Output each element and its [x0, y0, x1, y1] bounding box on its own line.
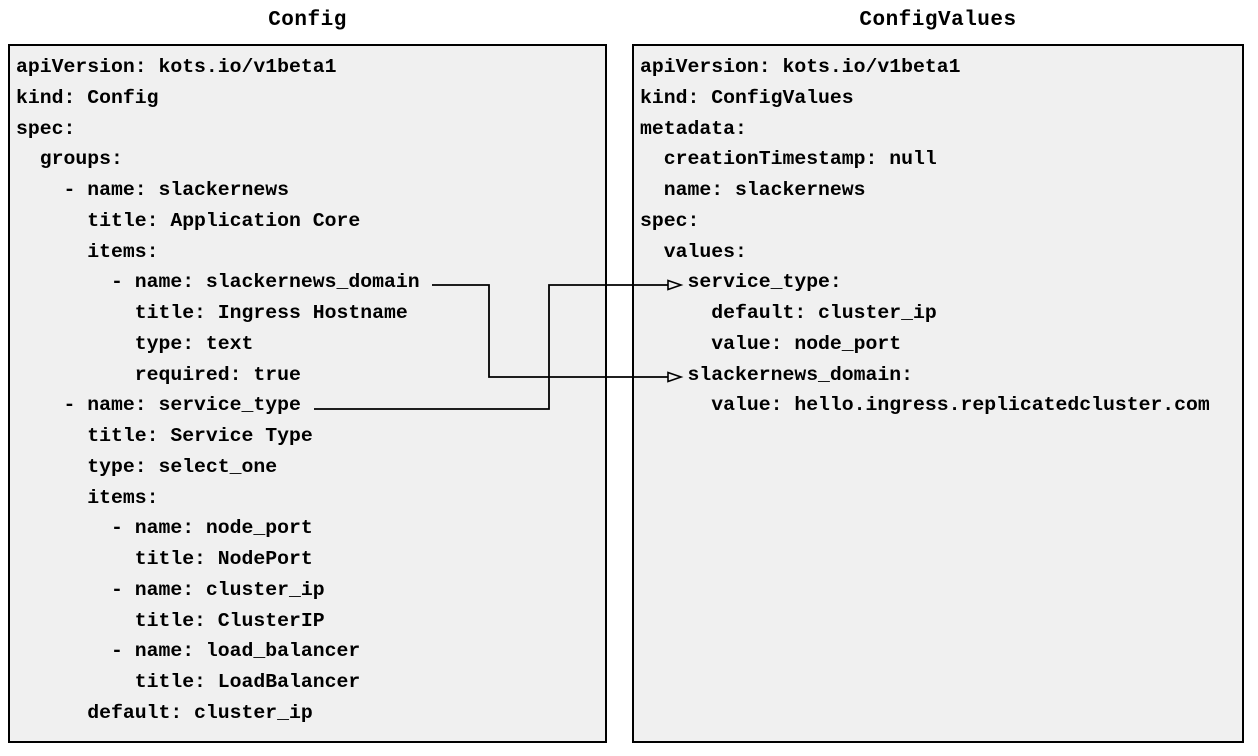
code-line: value: node_port — [640, 332, 902, 355]
code-line: title: ClusterIP — [16, 609, 325, 632]
code-line: title: Service Type — [16, 425, 313, 447]
code-line: spec: — [16, 117, 76, 140]
code-line: value: hello.ingress.replicatedcluster.c… — [640, 394, 1210, 417]
code-line: type: text — [16, 332, 254, 355]
code-line: title: NodePort — [16, 548, 313, 570]
code-line: creationTimestamp: null — [640, 148, 937, 171]
code-line: kind: ConfigValues — [640, 86, 854, 109]
code-line: default: cluster_ip — [640, 302, 937, 324]
code-line: apiVersion: kots.io/v1beta1 — [640, 56, 961, 78]
code-line: kind: Config — [16, 86, 159, 109]
code-line: type: select_one — [16, 455, 278, 478]
code-line: values: — [640, 240, 747, 263]
config-panel: apiVersion: kots.io/v1beta1 kind: Config s… — [8, 44, 607, 743]
code-line: name: slackernews — [640, 179, 866, 201]
code-line: spec: — [640, 209, 700, 232]
config-panel-title: Config — [268, 9, 347, 32]
config-yaml-code: apiVersion: kots.io/v1beta1 kind: Config s… — [10, 46, 605, 729]
code-line: - name: cluster_ip — [16, 578, 325, 601]
code-line: - name: slackernews — [16, 179, 290, 201]
code-line: metadata: — [640, 117, 747, 140]
code-line: title: Application Core — [16, 209, 361, 232]
code-line: title: LoadBalancer — [16, 671, 361, 693]
code-line: slackernews_domain: — [640, 363, 914, 386]
code-line: - name: load_balancer — [16, 640, 361, 663]
configvalues-panel: apiVersion: kots.io/v1beta1 kind: ConfigV… — [632, 44, 1244, 743]
code-line: service_type: — [640, 271, 842, 294]
code-line: - name: service_type — [16, 394, 301, 417]
code-line: - name: slackernews_domain — [16, 271, 420, 294]
code-line: default: cluster_ip — [16, 701, 313, 724]
code-line: - name: node_port — [16, 517, 313, 540]
code-line: apiVersion: kots.io/v1beta1 — [16, 56, 337, 78]
configvalues-yaml-code: apiVersion: kots.io/v1beta1 kind: ConfigV… — [634, 46, 1242, 421]
code-line: items: — [16, 486, 159, 509]
code-line: groups: — [16, 148, 123, 171]
code-line: required: true — [16, 363, 301, 386]
code-line: title: Ingress Hostname — [16, 302, 408, 324]
configvalues-panel-title: ConfigValues — [859, 9, 1017, 32]
code-line: items: — [16, 240, 159, 263]
